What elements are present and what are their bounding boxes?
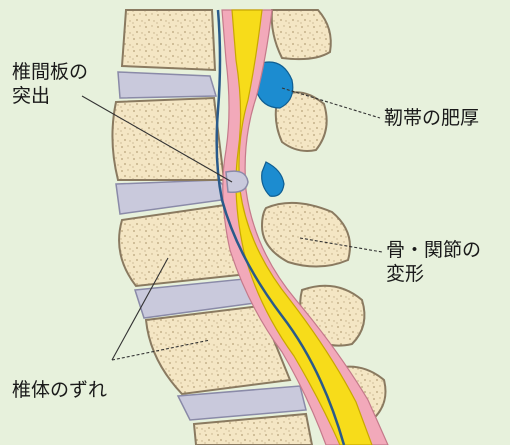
label-ligament-thickening-text: 靭帯の肥厚	[384, 106, 479, 130]
label-bone-joint-deformity-line1: 骨・関節の	[386, 238, 481, 262]
label-ligament-thickening: 靭帯の肥厚	[384, 106, 479, 130]
label-disc-protrusion-line1: 椎間板の	[12, 60, 88, 84]
disc-protrusion	[226, 171, 248, 192]
vertebral-body-1	[122, 10, 215, 70]
label-vertebral-slip-text: 椎体のずれ	[12, 378, 107, 402]
label-disc-protrusion-line2: 突出	[12, 84, 88, 108]
disc-1	[118, 72, 216, 98]
label-vertebral-slip: 椎体のずれ	[12, 378, 107, 402]
spinous-process-1	[272, 10, 331, 59]
label-bone-joint-deformity: 骨・関節の 変形	[386, 238, 481, 286]
label-disc-protrusion: 椎間板の 突出	[12, 60, 88, 108]
label-bone-joint-deformity-line2: 変形	[386, 262, 481, 286]
